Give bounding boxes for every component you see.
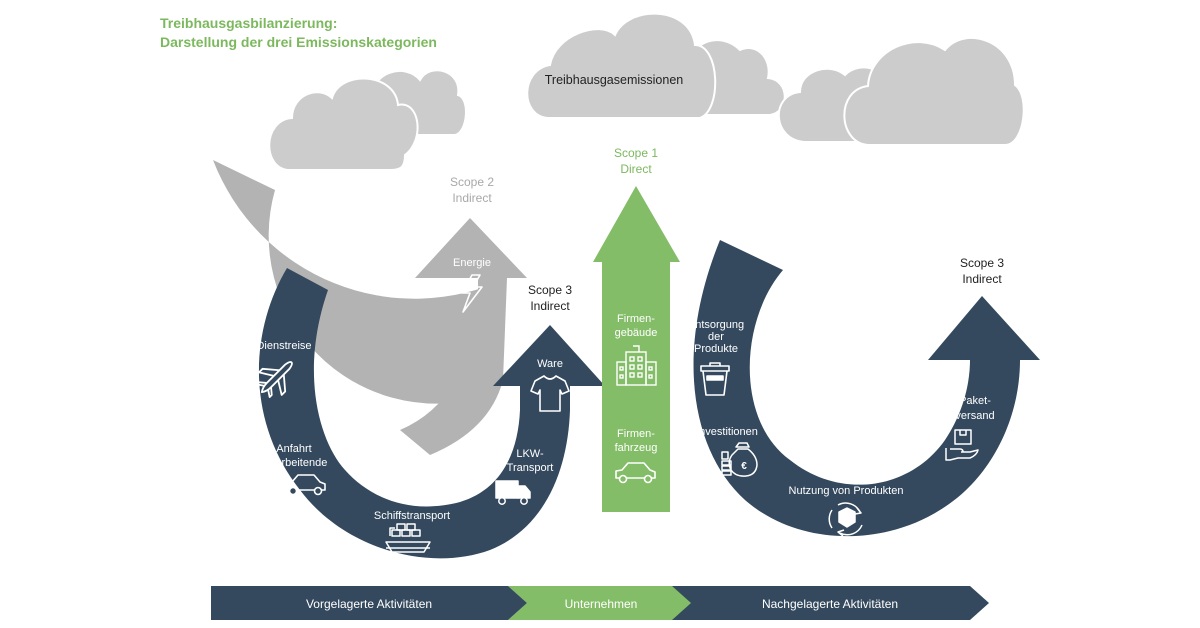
lightning-icon xyxy=(461,274,483,313)
label-fahrzeug-1: Firmen- xyxy=(617,428,655,440)
tshirt-icon xyxy=(530,375,570,412)
scope2-arrow xyxy=(213,160,527,404)
scope2-label: Scope 2 Indirect xyxy=(450,175,494,205)
scope1-type: Direct xyxy=(620,162,652,176)
money-bag-icon: € xyxy=(721,442,758,477)
label-lkw-2: Transport xyxy=(507,462,554,474)
scope3-upstream-name: Scope 3 xyxy=(528,283,572,297)
scope2-name: Scope 2 xyxy=(450,175,494,189)
scope3-upstream-label: Scope 3 Indirect xyxy=(528,283,572,313)
label-gebaeude-2: gebäude xyxy=(615,327,658,339)
car-icon xyxy=(285,474,326,496)
label-paket-1: Paket- xyxy=(959,395,991,407)
airplane-icon xyxy=(256,361,293,398)
title-line-1: Treibhausgasbilanzierung: xyxy=(160,15,338,31)
label-dienstreise: Dienstreise xyxy=(256,340,311,352)
cloud-right xyxy=(777,36,1025,146)
bottom-bar-right-label: Nachgelagerte Aktivitäten xyxy=(762,597,898,611)
item-labels: Energie Dienstreise Anfahrt Mitarbeitend… xyxy=(256,257,994,522)
label-anfahrt-2: Mitarbeitende xyxy=(261,457,328,469)
svg-text:€: € xyxy=(741,461,747,472)
scope3-downstream-label: Scope 3 Indirect xyxy=(960,256,1004,286)
label-gebaeude-1: Firmen- xyxy=(617,313,655,325)
cloud-label: Treibhausgasemissionen xyxy=(545,73,684,87)
label-lkw-1: LKW- xyxy=(516,448,544,460)
label-entsorgung-3: Produkte xyxy=(694,343,738,355)
label-entsorgung-2: der xyxy=(708,331,724,343)
cloud-middle xyxy=(526,12,786,119)
scope3-downstream-name: Scope 3 xyxy=(960,256,1004,270)
label-investitionen: Investitionen xyxy=(696,426,758,438)
scope1-arrow xyxy=(593,186,680,512)
label-fahrzeug-2: fahrzeug xyxy=(615,442,658,454)
scope3-downstream-type: Indirect xyxy=(962,272,1002,286)
hand-box-icon xyxy=(945,429,979,461)
bottom-bar: Vorgelagerte Aktivitäten Unternehmen Nac… xyxy=(211,586,989,620)
scope3-downstream-arrow xyxy=(693,240,1040,537)
scope1-name: Scope 1 xyxy=(614,146,658,160)
diagram-title: Treibhausgasbilanzierung: Darstellung de… xyxy=(160,14,437,52)
bottom-bar-middle xyxy=(508,586,691,620)
box-cycle-icon xyxy=(828,502,863,537)
bottom-bar-right xyxy=(668,586,989,620)
bottom-bar-left xyxy=(211,586,527,620)
ship-icon xyxy=(385,523,431,553)
title-line-2: Darstellung der drei Emissionskategorien xyxy=(160,34,437,50)
cloud-left xyxy=(268,69,467,171)
bottom-bar-left-label: Vorgelagerte Aktivitäten xyxy=(306,597,432,611)
label-schiffstransport: Schiffstransport xyxy=(374,510,450,522)
label-energie: Energie xyxy=(453,257,491,269)
label-paket-2: versand xyxy=(955,410,994,422)
scope3-upstream-type: Indirect xyxy=(530,299,570,313)
trash-bin-icon xyxy=(700,362,730,396)
label-anfahrt-1: Anfahrt xyxy=(276,443,311,455)
scope2-arrow-shaft xyxy=(400,278,507,455)
label-nutzung: Nutzung von Produkten xyxy=(789,485,904,497)
scope2-type: Indirect xyxy=(452,191,492,205)
bottom-bar-middle-label: Unternehmen xyxy=(565,597,638,611)
label-entsorgung-1: Entsorgung xyxy=(688,319,744,331)
building-icon xyxy=(616,345,657,386)
label-ware: Ware xyxy=(537,358,563,370)
car-icon xyxy=(615,462,656,484)
scope1-label: Scope 1 Direct xyxy=(614,146,658,176)
truck-icon xyxy=(495,480,531,505)
